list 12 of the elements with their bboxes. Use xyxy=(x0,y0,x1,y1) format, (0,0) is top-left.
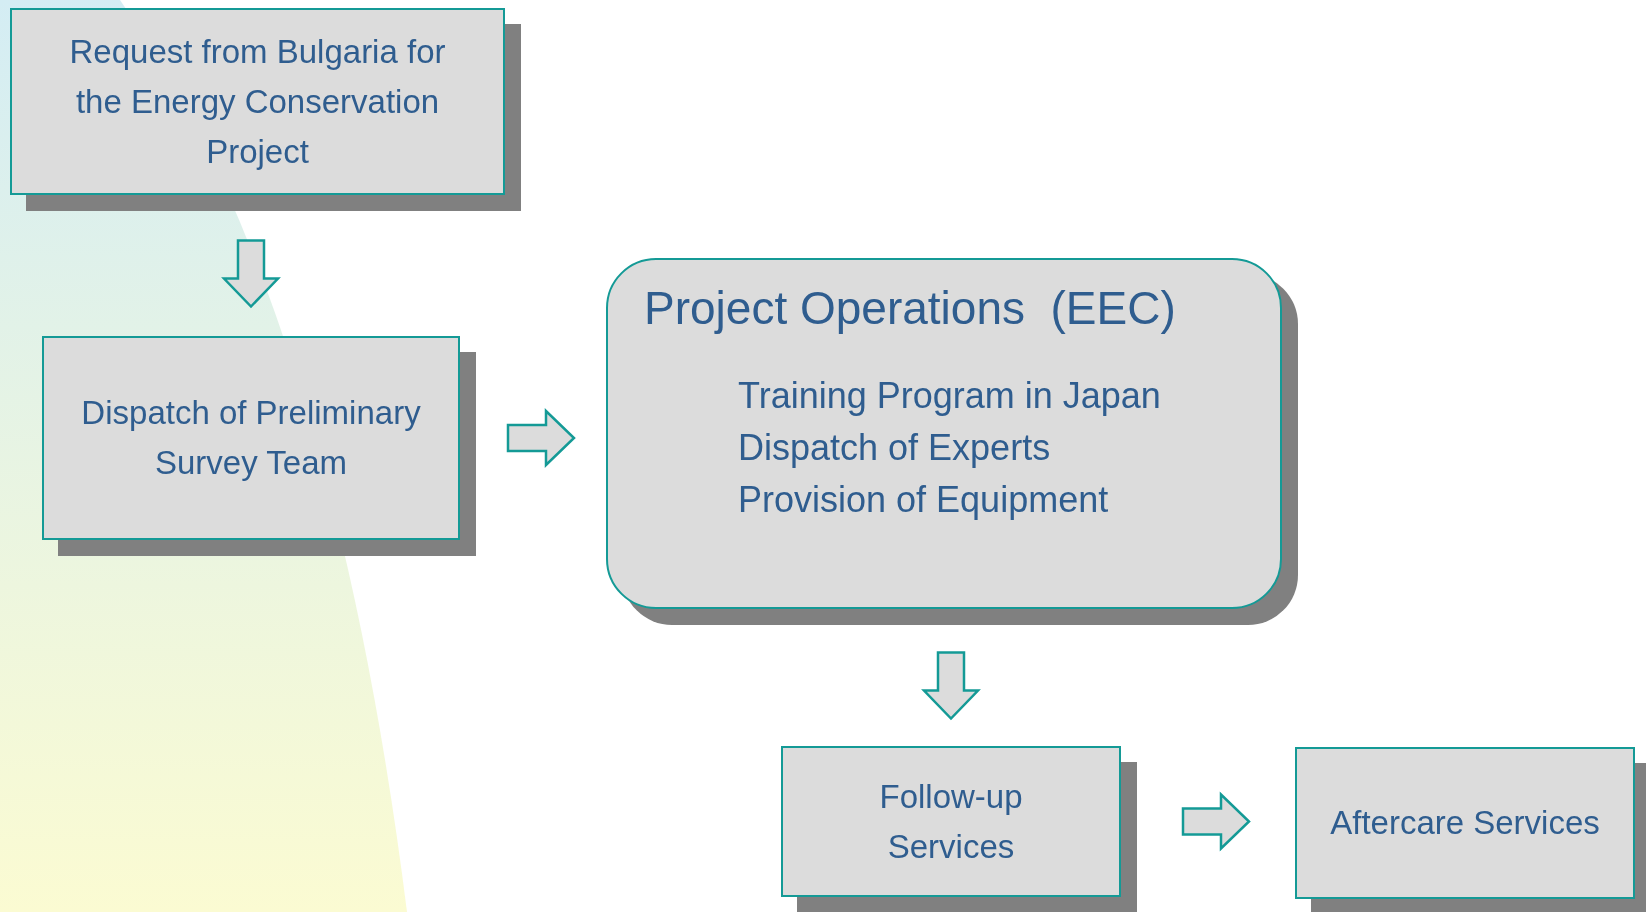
list-item: Training Program in Japan xyxy=(738,373,1161,418)
box-label: Aftercare Services xyxy=(1330,803,1600,843)
list-item: Dispatch of Experts xyxy=(738,425,1052,470)
block-arrow xyxy=(1181,791,1251,852)
box-title: Project Operations (EEC) xyxy=(644,281,1176,336)
block-arrow xyxy=(506,408,576,468)
list-item: Provision of Equipment xyxy=(738,477,1110,522)
block-arrow xyxy=(921,651,981,721)
box-label: Request from Bulgaria for the Energy Conservation Project xyxy=(68,31,447,172)
block-arrow xyxy=(221,239,281,309)
box-label: Dispatch of Preliminary Survey Team xyxy=(80,393,422,483)
box-label: Follow-up Services xyxy=(878,776,1024,867)
